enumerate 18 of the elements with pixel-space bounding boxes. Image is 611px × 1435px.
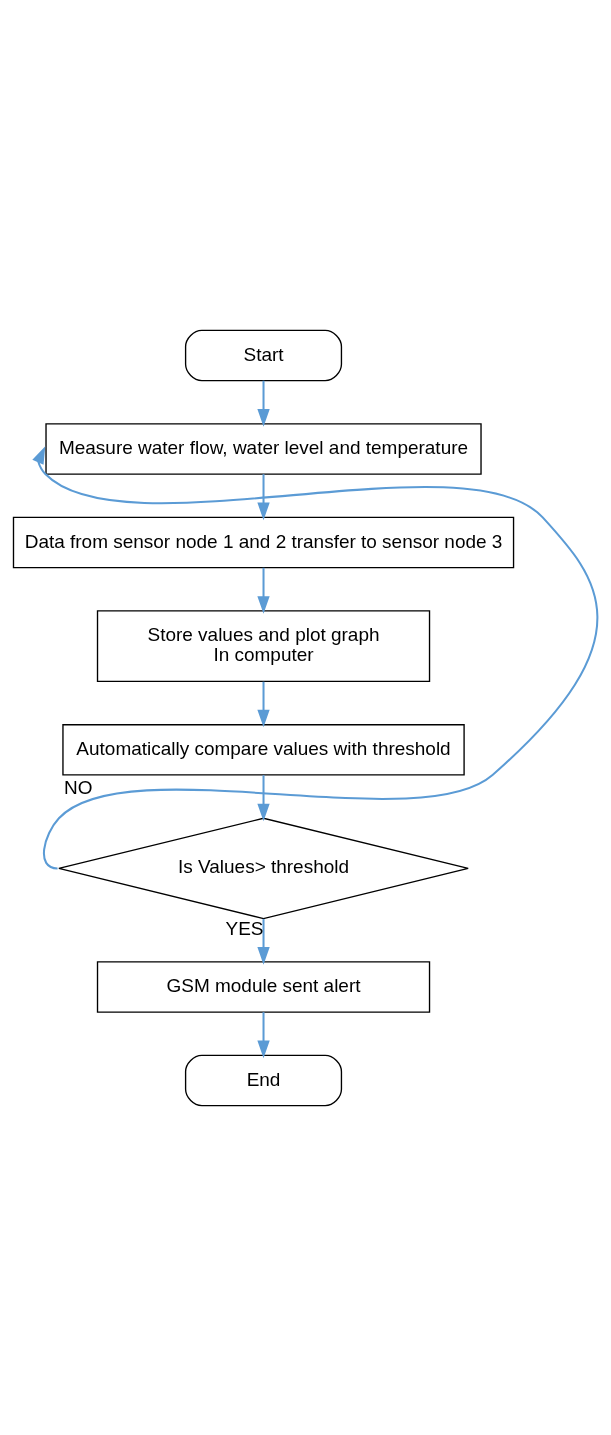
node-box: Measure water flow, water level and temperature (45, 422, 482, 475)
node-diamond: Is Values> threshold (58, 817, 469, 919)
edge-label: NO (63, 776, 93, 798)
arrow (257, 918, 270, 965)
arrow (257, 473, 270, 520)
arrow (257, 1011, 270, 1058)
node-box: Store values and plot graph In computer (96, 609, 431, 682)
arrow (257, 681, 270, 727)
arrow (257, 380, 270, 427)
arrow (257, 774, 270, 821)
node-box: Start (184, 329, 343, 381)
node-box: Automatically compare values with threshold (62, 723, 465, 776)
node-box: Data from sensor node 1 and 2 transfer to sensor node 3 (12, 516, 515, 568)
arrow (257, 567, 270, 614)
node-box: GSM module sent alert (96, 960, 431, 1013)
edge-label: YES (225, 917, 264, 939)
arrow (32, 445, 598, 869)
node-box: End (184, 1054, 343, 1106)
